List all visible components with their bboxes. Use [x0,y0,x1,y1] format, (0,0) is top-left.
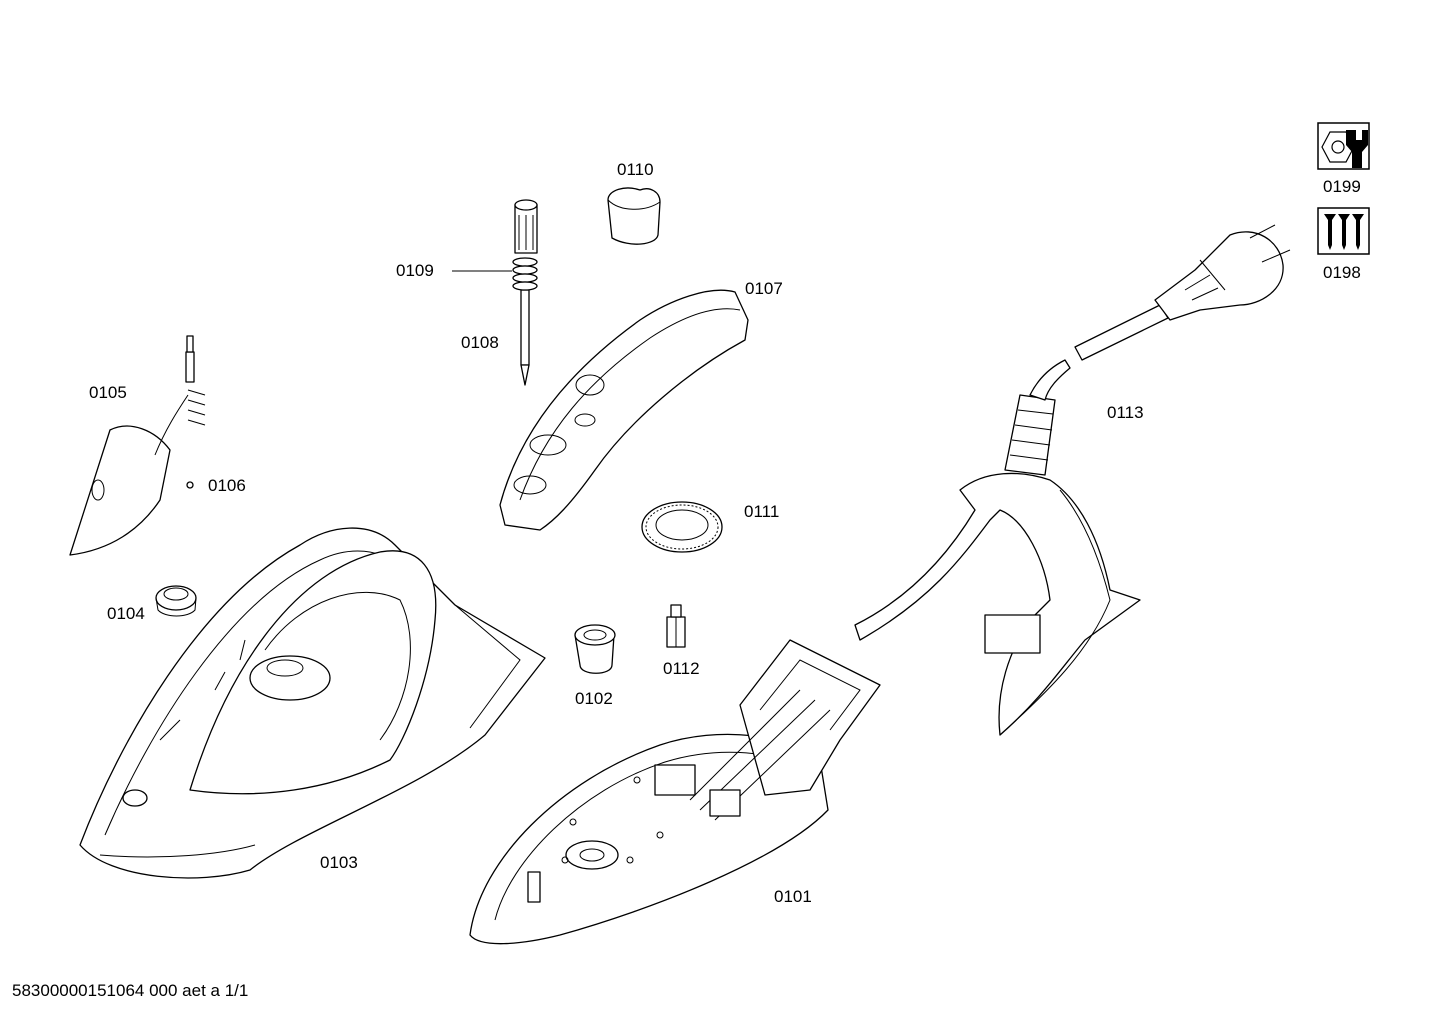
document-code: 58300000151064 000 aet a 1/1 [12,981,249,1000]
label-0109: 0109 [396,261,434,280]
label-0199: 0199 [1323,177,1361,196]
label-0112: 0112 [663,659,700,678]
label-0113: 0113 [1107,403,1144,422]
label-0102: 0102 [575,689,613,708]
part-0112-valve [666,604,686,648]
part-0111-dial [641,501,723,553]
part-0103-housing [79,527,546,879]
label-0110: 0110 [617,160,654,179]
label-0103: 0103 [320,853,358,872]
part-0102-seal [574,624,616,674]
part-0109-spring [512,257,538,291]
label-0198: 0198 [1323,263,1361,282]
label-0108: 0108 [461,333,499,352]
label-0105: 0105 [89,383,127,402]
part-0113-handle-cord [854,224,1291,736]
part-0106-ring [186,481,194,489]
part-0105-rear-cap [69,335,206,556]
label-0111: 0111 [744,502,780,521]
part-0110-button [607,187,661,245]
wrench-nut-icon [1317,122,1370,170]
part-0108-rod [514,199,538,386]
label-0104: 0104 [107,604,145,623]
label-0107: 0107 [745,279,783,298]
part-0104-grommet [155,585,197,617]
part-0101-soleplate [469,639,881,945]
part-0107-handle-cover [499,289,749,531]
label-0101: 0101 [774,887,812,906]
screws-icon [1317,207,1370,255]
label-0106: 0106 [208,476,246,495]
